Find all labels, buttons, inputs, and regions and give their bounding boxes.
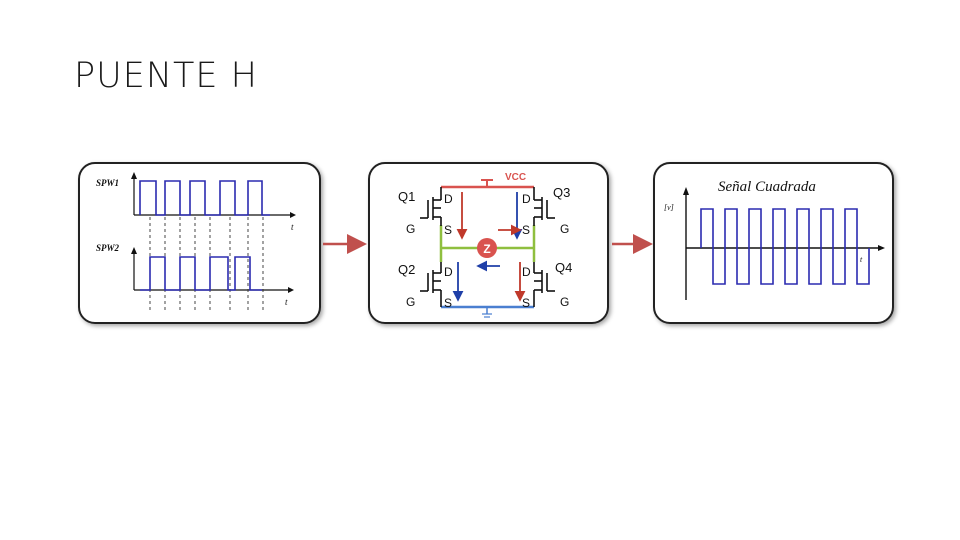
pwm-panel: SPW1 SPW2 t t	[78, 162, 321, 324]
time-label-1: t	[291, 222, 294, 232]
square-waveform	[700, 208, 870, 285]
q3-gate-label: G	[560, 222, 569, 236]
q2-label: Q2	[398, 262, 415, 277]
q2-drain-label: D	[444, 265, 453, 279]
q4-source-label: S	[522, 296, 530, 310]
load-z	[477, 238, 497, 258]
spw1-waveform	[139, 180, 270, 216]
q2-source-label: S	[444, 296, 452, 310]
q4-transistor	[533, 262, 555, 307]
vcc-label: VCC	[505, 172, 526, 183]
q1-source-label: S	[444, 223, 452, 237]
q1-drain-label: D	[444, 192, 453, 206]
load-label: Z	[483, 242, 490, 256]
q4-gate-label: G	[560, 295, 569, 309]
q1-gate-label: G	[406, 222, 415, 236]
q3-source-label: S	[522, 223, 530, 237]
spw2-label: SPW2	[96, 243, 120, 253]
square-wave-panel: Señal Cuadrada [v] t	[653, 162, 894, 324]
h-bridge-panel: VCC	[368, 162, 609, 324]
q1-transistor	[420, 187, 442, 226]
q4-drain-label: D	[522, 265, 531, 279]
q2-gate-label: G	[406, 295, 415, 309]
spw1-label: SPW1	[96, 178, 119, 188]
spw2-waveform	[140, 256, 262, 291]
square-wave-ylabel: [v]	[664, 203, 674, 212]
page-title: PUENTE H	[74, 56, 258, 96]
q1-label: Q1	[398, 189, 415, 204]
q3-label: Q3	[553, 185, 570, 200]
q4-label: Q4	[555, 260, 572, 275]
q3-transistor	[533, 187, 555, 226]
q2-transistor	[420, 262, 442, 307]
time-label-2: t	[285, 297, 288, 307]
q3-drain-label: D	[522, 192, 531, 206]
square-wave-title: Señal Cuadrada	[718, 179, 816, 195]
square-wave-xlabel: t	[860, 255, 863, 264]
